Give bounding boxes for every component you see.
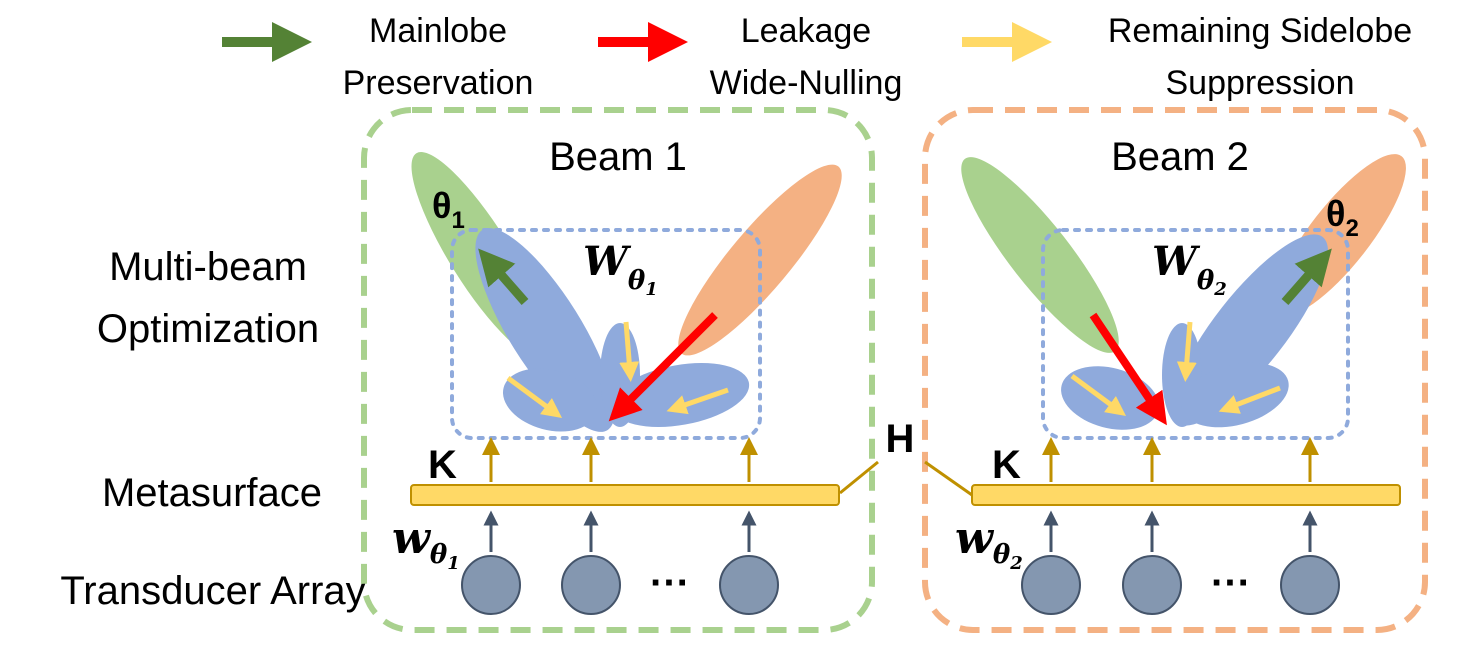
beam-panel-1: Beam 1 θ1 Wθ1 K wθ1 xyxy=(361,107,875,633)
beam-1-transducer-2 xyxy=(561,555,621,615)
beam-1-title: Beam 1 xyxy=(549,135,687,179)
beam-1-sidelobe-arrow-right xyxy=(666,387,729,415)
channel-line-left xyxy=(839,460,879,495)
beam-1-sidelobe-arrow-left xyxy=(506,375,563,418)
beam-2-border xyxy=(922,107,1428,633)
beam-2-w-label: wθ2 xyxy=(955,513,1023,574)
channel-link: H xyxy=(839,417,973,497)
beam-2-W-label: Wθ2 xyxy=(1152,238,1227,300)
beam-1-mainlobe-arrow xyxy=(478,248,529,305)
legend-sidelobe-line2: Suppression xyxy=(1165,64,1354,102)
beam-1-sidelobe-arrow-top xyxy=(619,321,640,382)
beam-2-transducer-2 xyxy=(1122,555,1182,615)
beam-1-theta-label: θ1 xyxy=(432,185,465,234)
beam-1-orange-lobe xyxy=(678,164,842,356)
beam-2-sidelobe-arrow-left xyxy=(1070,373,1127,416)
beam-1-transducer-3 xyxy=(719,555,779,615)
beam-1-K-label: K xyxy=(428,443,457,487)
label-multibeam-line1: Multi-beam xyxy=(109,245,307,289)
legend: Mainlobe Preservation Leakage Wide-Nulli… xyxy=(222,12,1412,102)
beam-2-leakage-arrow xyxy=(1089,312,1167,426)
beam-2-K-label: K xyxy=(992,443,1021,487)
channel-H-label: H xyxy=(886,417,915,461)
beam-2-theta-label: θ2 xyxy=(1326,193,1359,242)
beam-2-transducer-3 xyxy=(1280,555,1340,615)
beam-2-optimization-box xyxy=(1041,228,1350,440)
label-transducer-array: Transducer Array xyxy=(60,569,365,613)
legend-mainlobe-line2: Preservation xyxy=(343,64,534,102)
beam-1-metasurface-bar xyxy=(410,484,840,506)
beam-panel-2: Beam 2 θ2 Wθ2 K wθ2 ··· xyxy=(922,107,1428,633)
legend-item-leakage: Leakage Wide-Nulling xyxy=(598,12,902,102)
beam-1-border xyxy=(361,107,875,633)
legend-mainlobe-line1: Mainlobe xyxy=(369,12,507,50)
beam-2-side-lobe-right xyxy=(1181,362,1289,428)
legend-leakage-line1: Leakage xyxy=(741,12,871,50)
beam-2-sidelobe-arrow-right xyxy=(1218,385,1281,414)
beam-2-sidelobe-arrow-top xyxy=(1176,321,1197,382)
beam-1-optimization-box xyxy=(450,228,762,440)
beam-2-lobes xyxy=(961,154,1406,430)
beam-2-transducer-1 xyxy=(1021,555,1081,615)
beam-1-leakage-arrow xyxy=(608,312,718,422)
beam-2-mainlobe-arrow xyxy=(1281,248,1332,305)
label-metasurface: Metasurface xyxy=(102,471,322,515)
legend-sidelobe-line1: Remaining Sidelobe xyxy=(1108,12,1412,50)
beam-2-title: Beam 2 xyxy=(1111,135,1249,179)
beam-2-green-lobe xyxy=(961,157,1119,353)
beam-2-metasurface-bar xyxy=(971,484,1401,506)
legend-item-sidelobe: Remaining Sidelobe Suppression xyxy=(962,12,1412,102)
beam-1-w-label: wθ1 xyxy=(392,513,460,574)
beam-2-ellipsis: ··· xyxy=(1211,561,1251,605)
row-labels: Multi-beam Optimization Metasurface Tran… xyxy=(60,245,365,613)
beam-1-W-label: Wθ1 xyxy=(583,238,658,300)
beam-1-transducer-1 xyxy=(461,555,521,615)
label-multibeam-line2: Optimization xyxy=(97,307,319,351)
legend-item-mainlobe: Mainlobe Preservation xyxy=(222,12,533,102)
channel-line-right xyxy=(924,460,973,497)
legend-leakage-line2: Wide-Nulling xyxy=(710,64,903,102)
beam-1-ellipsis: ··· xyxy=(650,561,690,605)
